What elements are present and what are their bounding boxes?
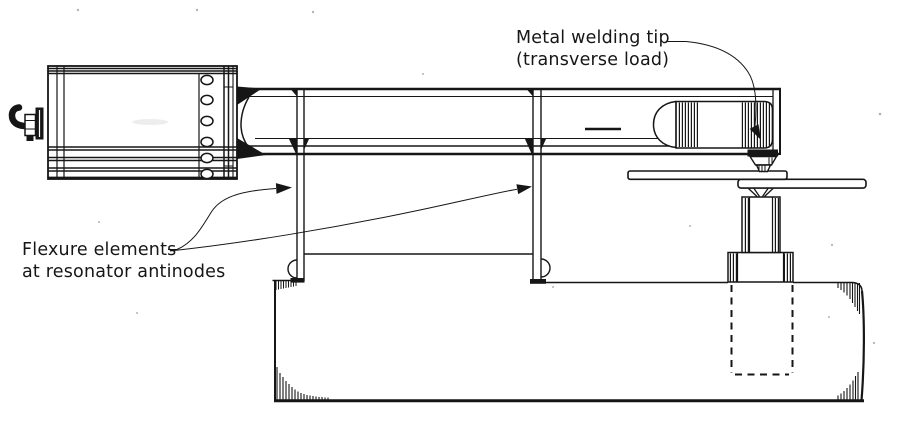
hatch-bottom-right <box>837 372 859 400</box>
workpiece-plates <box>627 170 867 189</box>
anvil-collar <box>727 251 794 283</box>
transducer-housing <box>47 65 238 180</box>
base-block <box>272 279 865 403</box>
resonator-bar <box>237 86 781 159</box>
label-metal-welding-tip-line1: Metal welding tip <box>516 28 670 48</box>
anvil <box>727 188 794 283</box>
flexure-element-1 <box>287 89 305 283</box>
flexure-element-2 <box>530 89 551 284</box>
paper-specks <box>76 8 882 345</box>
label-flexure-elements-line2: at resonator antinodes <box>22 261 226 282</box>
label-flexure-elements-line1: Flexure elements <box>22 240 177 260</box>
hidden-anvil-outline <box>730 285 794 376</box>
label-flexure-elements: Flexure elements at resonator antinodes <box>22 240 225 283</box>
anvil-neck <box>748 188 774 197</box>
power-connector <box>8 104 44 141</box>
label-metal-welding-tip-line2: (transverse load) <box>516 49 670 70</box>
hatch-top-right <box>837 283 861 314</box>
horn-tip-mass <box>652 100 774 149</box>
clamp-screw <box>540 258 551 278</box>
hatch-bottom-left <box>276 367 329 400</box>
upper-workpiece-plate <box>627 170 788 181</box>
hatch-top-left <box>275 281 297 290</box>
smudge <box>132 119 168 125</box>
welding-tip-leader-arrow <box>666 41 761 140</box>
clamp-screw <box>287 259 298 279</box>
vent-holes <box>200 74 214 180</box>
label-metal-welding-tip: Metal welding tip (transverse load) <box>516 28 670 71</box>
lower-workpiece-plate <box>737 178 867 189</box>
flexure-leader-arrow-1 <box>168 183 292 250</box>
flexure-leader-arrow-2 <box>169 184 532 252</box>
